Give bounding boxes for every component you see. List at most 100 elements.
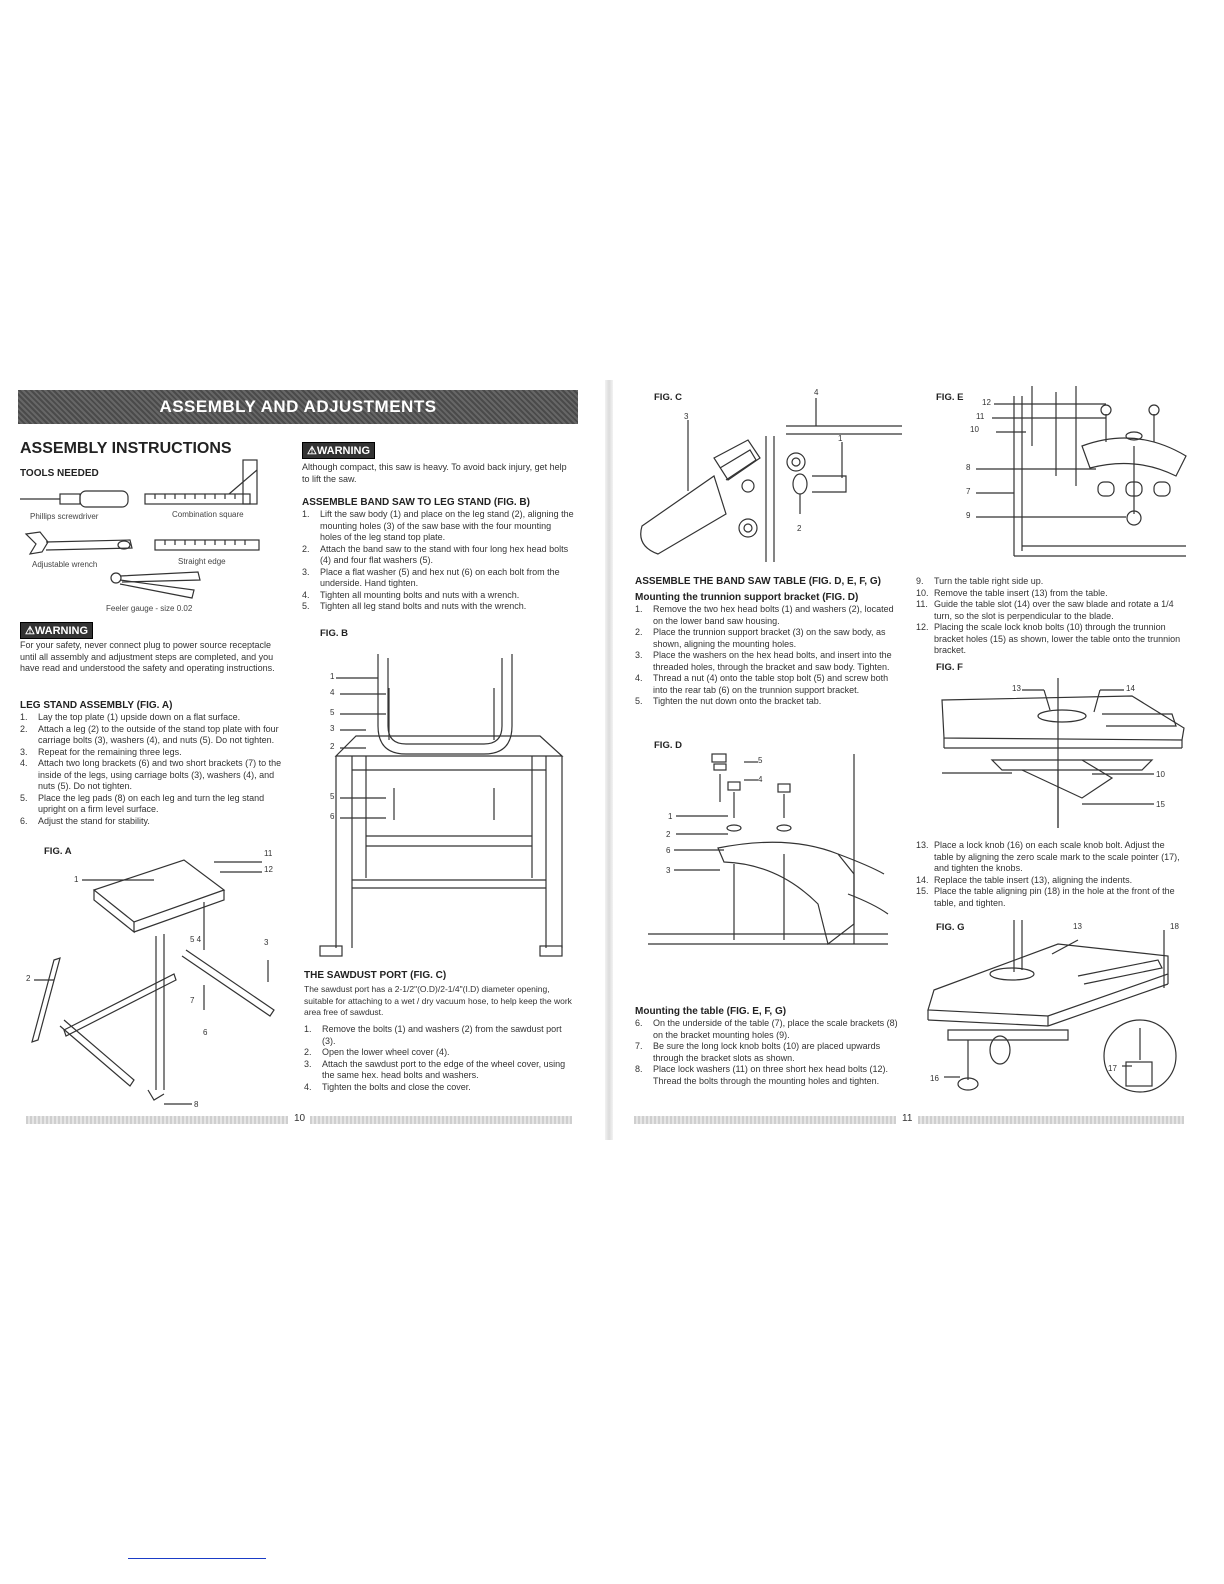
- fig-a-callout-12: 12: [264, 865, 273, 874]
- fig-c-diagram: [640, 398, 902, 562]
- fig-e-callout-12: 12: [982, 398, 991, 407]
- combination-square-icon: [144, 459, 258, 505]
- fig-a-callout-54: 5 4: [190, 935, 202, 944]
- fig-e-callout-8: 8: [966, 463, 971, 472]
- mount-steps: 6.On the underside of the table (7), pla…: [635, 1018, 901, 1087]
- band-saw-steps: 1.Lift the saw body (1) and place on the…: [302, 509, 574, 613]
- fig-b-callout-3: 3: [330, 724, 335, 733]
- warning-label: WARNING: [34, 625, 89, 637]
- list-item: 4.Tighten all mounting bolts and nuts wi…: [302, 589, 520, 600]
- list-item: 3.Place the washers on the hex head bolt…: [635, 650, 892, 672]
- fig-g-label: FIG. G: [936, 922, 965, 933]
- warning-badge-left: ⚠WARNING: [20, 622, 94, 639]
- adjustable-wrench-icon: [24, 531, 133, 555]
- fig-a-callout-1: 1: [74, 875, 79, 884]
- leg-stand-steps: 1.Lay the top plate (1) upside down on a…: [20, 712, 288, 827]
- fig-d-callout-5: 5: [758, 756, 763, 765]
- fig-d-callout-2: 2: [666, 830, 671, 839]
- list-item: 1.Remove the two hex head bolts (1) and …: [635, 604, 894, 626]
- fig-e-callout-9: 9: [966, 511, 971, 520]
- fig-d-callout-1: 1: [668, 812, 673, 821]
- fig-f-callout-10: 10: [1156, 770, 1165, 779]
- section-banner: ASSEMBLY AND ADJUSTMENTS: [18, 390, 578, 424]
- fig-a-callout-3: 3: [264, 938, 269, 947]
- fig-a-callout-11: 11: [264, 849, 273, 858]
- mount-table-heading: Mounting the table (FIG. E, F, G): [635, 1006, 787, 1017]
- fig-d-diagram: [648, 753, 889, 946]
- fig-g-callout-17: 17: [1108, 1064, 1117, 1073]
- band-saw-heading: ASSEMBLE BAND SAW TO LEG STAND (FIG. B): [302, 497, 530, 508]
- footer-bar-right-2: [918, 1116, 1184, 1124]
- list-item: 10.Remove the table insert (13) from the…: [916, 587, 1108, 598]
- fig-g-diagram: [927, 920, 1177, 1093]
- feeler-caption: Feeler gauge - size 0.02: [106, 604, 193, 613]
- phillips-caption: Phillips screwdriver: [30, 512, 99, 521]
- fig-a-label: FIG. A: [44, 846, 72, 857]
- fig-a-diagram: [31, 859, 275, 1105]
- fig-c-callout-3: 3: [684, 412, 689, 421]
- fig-d-callout-4: 4: [758, 775, 763, 784]
- fig-f-callout-15: 15: [1156, 800, 1165, 809]
- list-item: 13.Place a lock knob (16) on each scale …: [916, 840, 1180, 873]
- fig-c-callout-1: 1: [838, 434, 843, 443]
- list-item: 4.Tighten the bolts and close the cover.: [304, 1081, 471, 1092]
- straight-edge-icon: [154, 539, 260, 551]
- warning-triangle-icon: ⚠: [307, 445, 317, 457]
- fig-b-callout-6: 6: [330, 812, 335, 821]
- warning-text-left: For your safety, never connect plug to p…: [20, 640, 275, 673]
- table-heading: ASSEMBLE THE BAND SAW TABLE (FIG. D, E, …: [635, 576, 881, 587]
- fig-a-callout-6: 6: [203, 1028, 208, 1037]
- trunnion-heading: Mounting the trunnion support bracket (F…: [635, 592, 859, 603]
- fig-c-label: FIG. C: [654, 392, 682, 403]
- fig-b-callout-2: 2: [330, 742, 335, 751]
- list-item: 12.Placing the scale lock knob bolts (10…: [916, 622, 1181, 655]
- page-number-left: 10: [294, 1113, 306, 1124]
- fig-e-callout-10: 10: [970, 425, 979, 434]
- list-item: 4.Attach two long brackets (6) and two s…: [20, 758, 282, 791]
- list-item: 15.Place the table aligning pin (18) in …: [916, 886, 1175, 908]
- steps-9-12: 9.Turn the table right side up. 10.Remov…: [916, 576, 1184, 657]
- wrench-caption: Adjustable wrench: [32, 560, 98, 569]
- fig-a-callout-2: 2: [26, 974, 31, 983]
- list-item: 6.On the underside of the table (7), pla…: [635, 1018, 898, 1040]
- fig-c-callout-2: 2: [797, 524, 802, 533]
- list-item: 3.Repeat for the remaining three legs.: [20, 746, 182, 757]
- list-item: 7.Be sure the long lock knob bolts (10) …: [635, 1041, 881, 1063]
- fig-g-callout-13: 13: [1073, 922, 1082, 931]
- list-item: 1.Lay the top plate (1) upside down on a…: [20, 712, 241, 722]
- assembly-instructions-title: ASSEMBLY INSTRUCTIONS: [20, 440, 232, 457]
- list-item: 1.Lift the saw body (1) and place on the…: [302, 509, 574, 542]
- sawdust-text: The sawdust port has a 2-1/2"(O.D)/2-1/4…: [304, 984, 572, 1017]
- straight-edge-caption: Straight edge: [178, 557, 226, 566]
- sawdust-heading: THE SAWDUST PORT (FIG. C): [304, 970, 447, 981]
- footer-bar-left: [26, 1116, 288, 1124]
- fig-e-callout-7: 7: [966, 487, 971, 496]
- list-item: 1.Remove the bolts (1) and washers (2) f…: [304, 1024, 562, 1046]
- fig-b-callout-1: 1: [330, 672, 335, 681]
- underline-mark: [128, 1558, 266, 1559]
- fig-g-callout-18: 18: [1170, 922, 1179, 931]
- fig-b-callout-5b: 5: [330, 792, 335, 801]
- list-item: 5.Tighten the nut down onto the bracket …: [635, 696, 822, 706]
- screwdriver-icon: [20, 490, 129, 508]
- list-item: 14.Replace the table insert (13), aligni…: [916, 874, 1133, 885]
- list-item: 2.Place the trunnion support bracket (3)…: [635, 627, 886, 649]
- list-item: 5.Place the leg pads (8) on each leg and…: [20, 792, 265, 815]
- leg-stand-heading: LEG STAND ASSEMBLY (FIG. A): [20, 700, 173, 711]
- warning-label: WARNING: [316, 445, 371, 457]
- footer-bar-left-2: [310, 1116, 572, 1124]
- tools-needed-heading: TOOLS NEEDED: [20, 468, 99, 479]
- fig-e-label: FIG. E: [936, 392, 964, 403]
- fig-f-label: FIG. F: [936, 662, 963, 673]
- warning-text-mid: Although compact, this saw is heavy. To …: [302, 462, 567, 484]
- list-item: 2.Attach a leg (2) to the outside of the…: [20, 723, 279, 746]
- feeler-gauge-icon: [110, 571, 201, 599]
- fig-b-callout-5: 5: [330, 708, 335, 717]
- fig-e-diagram: [976, 386, 1187, 557]
- combination-caption: Combination square: [172, 510, 244, 519]
- list-item: 3.Place a flat washer (5) and hex nut (6…: [302, 566, 560, 589]
- list-item: 8.Place lock washers (11) on three short…: [635, 1064, 888, 1086]
- footer-bar-right: [634, 1116, 896, 1124]
- warning-badge-mid: ⚠WARNING: [302, 442, 376, 459]
- fig-d-callout-6: 6: [666, 846, 671, 855]
